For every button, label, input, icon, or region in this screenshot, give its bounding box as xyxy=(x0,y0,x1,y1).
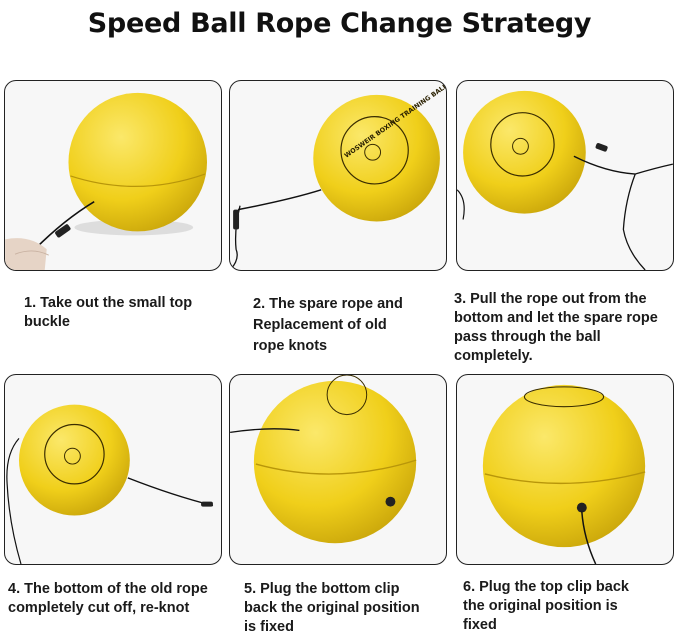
caption-line: 5. Plug the bottom clip xyxy=(244,581,400,597)
ball-with-buckle-illustration xyxy=(5,92,208,270)
caption-line: back the original position xyxy=(244,600,420,616)
step-4-photo xyxy=(4,374,222,565)
step-6-caption: 6. Plug the top clip back the original p… xyxy=(463,578,629,635)
page-title: Speed Ball Rope Change Strategy xyxy=(87,8,592,39)
caption-line: 4. The bottom of the old rope xyxy=(8,581,208,597)
step-1-caption: 1. Take out the small top buckle xyxy=(24,294,192,332)
ball-with-spare-rope-illustration: WOSWEIR BOXING TRAINING BALL xyxy=(230,82,446,270)
ball-old-rope-cut-illustration xyxy=(6,404,214,564)
ball-rope-pulled-through-illustration xyxy=(457,90,673,270)
caption-line: pass through the ball xyxy=(454,329,601,345)
step-3-caption: 3. Pull the rope out from the bottom and… xyxy=(454,290,658,366)
step-6-photo xyxy=(456,374,674,565)
step-4-caption: 4. The bottom of the old rope completely… xyxy=(8,580,208,618)
ball-top-clip-illustration xyxy=(482,384,646,564)
caption-line: is fixed xyxy=(244,619,294,635)
caption-line: fixed xyxy=(463,617,497,633)
step-5-caption: 5. Plug the bottom clip back the origina… xyxy=(244,580,420,637)
step-2-caption: 2. The spare rope and Replacement of old… xyxy=(253,294,403,357)
ball-bottom-clip-illustration xyxy=(230,375,417,544)
caption-line: buckle xyxy=(24,314,70,330)
caption-line: Replacement of old xyxy=(253,317,387,333)
step-5-photo xyxy=(229,374,447,565)
caption-line: 2. The spare rope and xyxy=(253,296,403,312)
step-1-photo xyxy=(4,80,222,271)
caption-line: 3. Pull the rope out from the xyxy=(454,291,647,307)
caption-line: completely cut off, re-knot xyxy=(8,600,190,616)
caption-line: 1. Take out the small top xyxy=(24,295,193,311)
caption-line: bottom and let the spare rope xyxy=(454,310,658,326)
caption-line: the original position is xyxy=(463,598,618,614)
caption-line: rope knots xyxy=(253,338,328,354)
step-2-photo: WOSWEIR BOXING TRAINING BALL xyxy=(229,80,447,271)
step-3-photo xyxy=(456,80,674,271)
caption-line: completely. xyxy=(454,348,533,364)
caption-line: 6. Plug the top clip back xyxy=(463,579,629,595)
